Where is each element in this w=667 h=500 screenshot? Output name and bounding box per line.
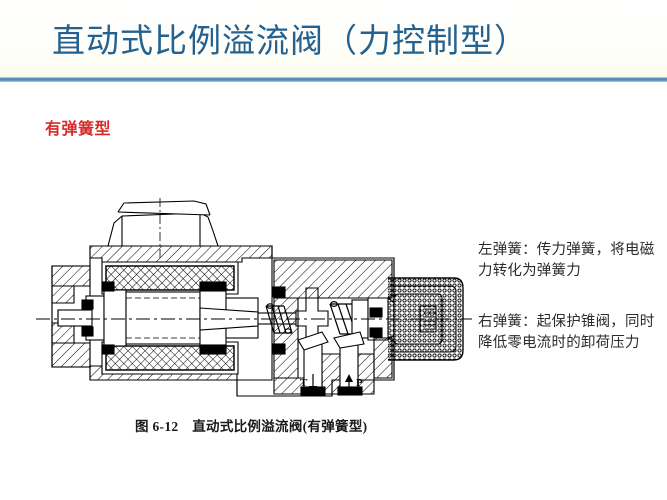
port-T-text: T (300, 377, 308, 389)
annotation-left-spring: 左弹簧：传力弹簧，将电磁力转化为弹簧力 (478, 242, 655, 279)
section-label: 有弹簧型 (45, 121, 112, 138)
port-label-P: P (345, 374, 363, 394)
annotation-right-spring: 右弹簧：起保护锥阀，同时降低零电流时的卸荷压力 (478, 314, 655, 351)
port-P-text: P (356, 377, 363, 389)
slide-header: 直动式比例溢流阀（力控制型） (0, 0, 667, 82)
valve-cross-section-diagram: T P (22, 168, 472, 398)
page-title: 直动式比例溢流阀（力控制型） (52, 24, 528, 60)
figure-caption: 图 6-12 直动式比例溢流阀(有弹簧型) (135, 419, 368, 434)
port-label-T: T (300, 374, 317, 394)
header-divider (0, 77, 667, 82)
valve-drawing: T P (36, 198, 472, 397)
